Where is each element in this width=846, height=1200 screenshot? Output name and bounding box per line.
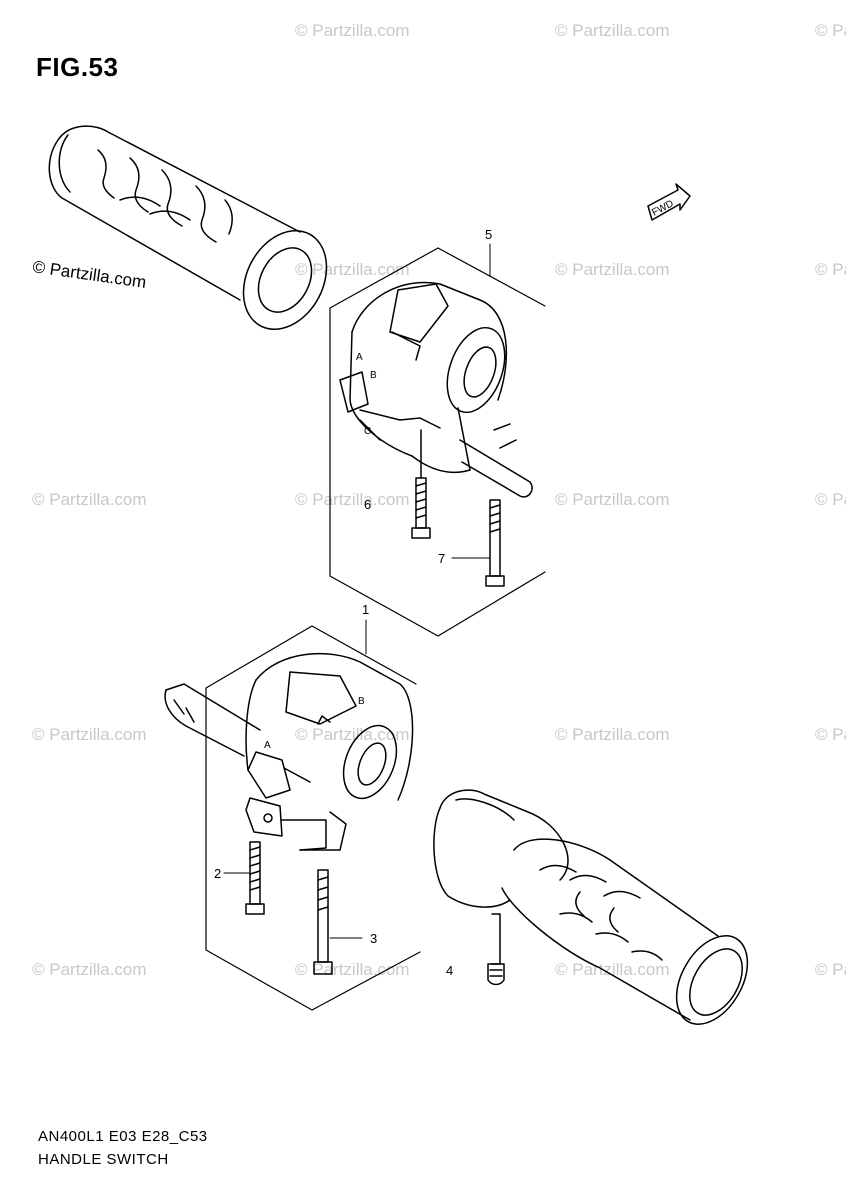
left-grip [48,125,328,331]
forward-label: FWD [650,198,675,218]
switch-mark: A [264,740,271,751]
screw-7 [485,499,505,587]
switch-mark: B [358,696,365,707]
callout-lines-lower [223,619,367,939]
callout-4: 4 [446,963,453,978]
screw-3 [313,869,333,975]
watermark: © Partzilla.com [815,260,846,279]
right-grip [433,789,749,1025]
watermark-dark: © Partzilla.com [31,257,147,292]
callout-lines-upper [451,243,491,559]
screw-4 [487,913,505,986]
callout-6: 6 [364,497,371,512]
watermark: © Partzilla.com [295,260,410,279]
figure-code: AN400L1 E03 E28_C53 [38,1128,208,1145]
switch-mark: A [356,352,363,363]
watermark: © Partzilla.com [555,960,670,979]
watermark: © Partzilla.com [815,21,846,40]
watermark: © Partzilla.com [555,260,670,279]
callout-5: 5 [485,227,492,242]
callout-7: 7 [438,551,445,566]
figure-title: FIG.53 [36,52,119,82]
switch-mark: C [364,426,371,437]
watermark: © Partzilla.com [295,21,410,40]
callout-2: 2 [214,866,221,881]
watermark: © Partzilla.com [295,490,410,509]
watermarks: © Partzilla.com © Partzilla.com © Partzi… [32,21,846,979]
watermark: © Partzilla.com [295,725,410,744]
watermark: © Partzilla.com [815,490,846,509]
watermark: © Partzilla.com [555,725,670,744]
left-handle-switch: A B [164,652,414,851]
callout-numbers: 5 6 7 1 2 3 4 [214,227,492,978]
callout-3: 3 [370,931,377,946]
screw-6 [411,429,431,539]
watermark: © Partzilla.com [295,960,410,979]
watermark: © Partzilla.com [32,490,147,509]
watermark: © Partzilla.com [815,960,846,979]
callout-1: 1 [362,602,369,617]
upper-assembly-box [329,247,546,637]
watermark: © Partzilla.com [32,960,147,979]
watermark: © Partzilla.com [32,725,147,744]
switch-mark: B [370,370,377,381]
figure-name: HANDLE SWITCH [38,1151,169,1168]
forward-arrow-icon: FWD [647,183,691,221]
watermark: © Partzilla.com [555,490,670,509]
screw-2 [245,841,265,915]
watermark: © Partzilla.com [815,725,846,744]
watermark: © Partzilla.com [555,21,670,40]
right-handle-switch: A B C [339,281,533,498]
lower-assembly-box [205,625,421,1011]
